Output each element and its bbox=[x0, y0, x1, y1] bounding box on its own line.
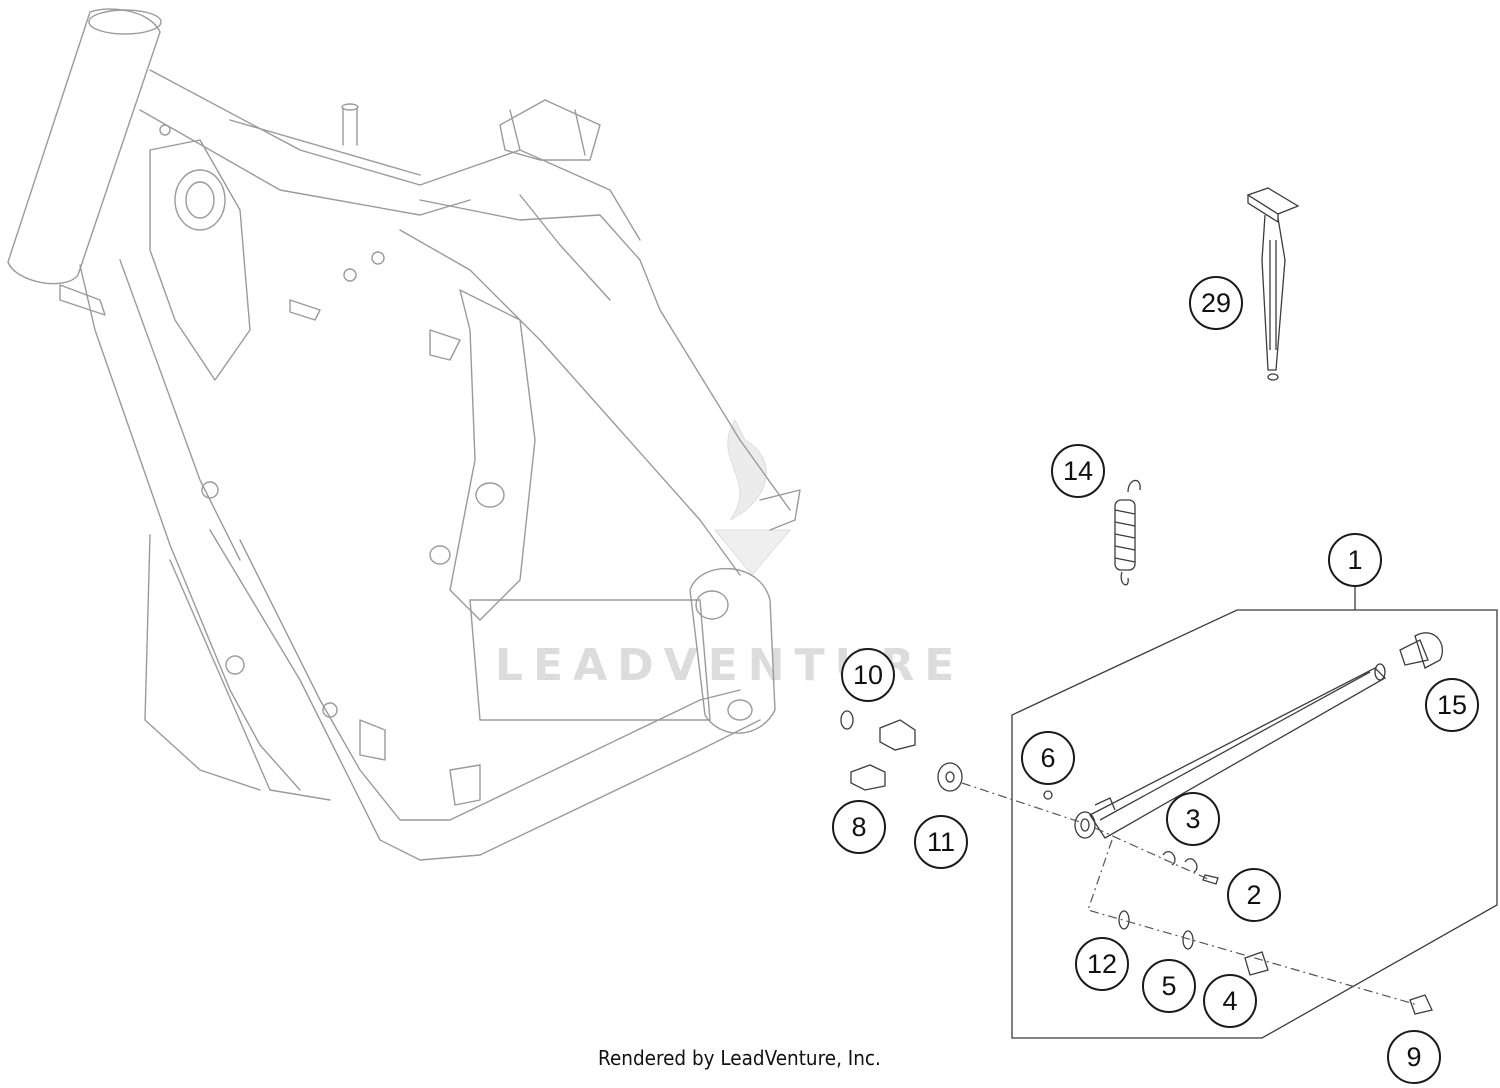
assembly-lines bbox=[961, 782, 1419, 1006]
render-credit: Rendered by LeadVenture, Inc. bbox=[598, 1046, 881, 1070]
small-parts bbox=[840, 710, 1433, 1015]
callout-6: 6 bbox=[1021, 731, 1075, 785]
callout-29: 29 bbox=[1189, 276, 1243, 330]
svg-text:29: 29 bbox=[1201, 288, 1231, 318]
svg-text:10: 10 bbox=[853, 660, 883, 690]
watermark: LEADVENTURE bbox=[495, 418, 964, 691]
assembly-box bbox=[1011, 586, 1498, 1039]
svg-text:12: 12 bbox=[1087, 949, 1117, 979]
svg-text:11: 11 bbox=[927, 827, 955, 857]
svg-text:9: 9 bbox=[1406, 1042, 1421, 1072]
svg-text:2: 2 bbox=[1246, 880, 1261, 910]
frame-drawing bbox=[7, 8, 801, 861]
callout-9: 9 bbox=[1387, 1030, 1441, 1084]
callout-8: 8 bbox=[832, 800, 886, 854]
svg-text:1: 1 bbox=[1347, 545, 1362, 575]
part-15-pad bbox=[1399, 632, 1443, 669]
callout-3: 3 bbox=[1166, 792, 1220, 846]
svg-text:5: 5 bbox=[1161, 971, 1176, 1001]
svg-text:6: 6 bbox=[1040, 743, 1055, 773]
callout-4: 4 bbox=[1203, 974, 1257, 1028]
side-stand-leg bbox=[1074, 663, 1387, 839]
callout-1: 1 bbox=[1328, 533, 1382, 587]
callout-5: 5 bbox=[1142, 959, 1196, 1013]
svg-text:15: 15 bbox=[1437, 690, 1467, 720]
svg-text:14: 14 bbox=[1063, 456, 1093, 486]
callout-11: 11 bbox=[914, 815, 968, 869]
svg-text:4: 4 bbox=[1222, 986, 1237, 1016]
callout-2: 2 bbox=[1227, 868, 1281, 922]
svg-text:8: 8 bbox=[851, 812, 866, 842]
callout-15: 15 bbox=[1425, 678, 1479, 732]
callout-14: 14 bbox=[1051, 444, 1105, 498]
part-14-spring bbox=[1114, 479, 1141, 586]
svg-text:3: 3 bbox=[1185, 804, 1200, 834]
callout-10: 10 bbox=[841, 648, 895, 702]
callout-12: 12 bbox=[1075, 937, 1129, 991]
watermark-text: LEADVENTURE bbox=[495, 640, 964, 691]
part-29-stand-tool bbox=[1246, 187, 1300, 381]
